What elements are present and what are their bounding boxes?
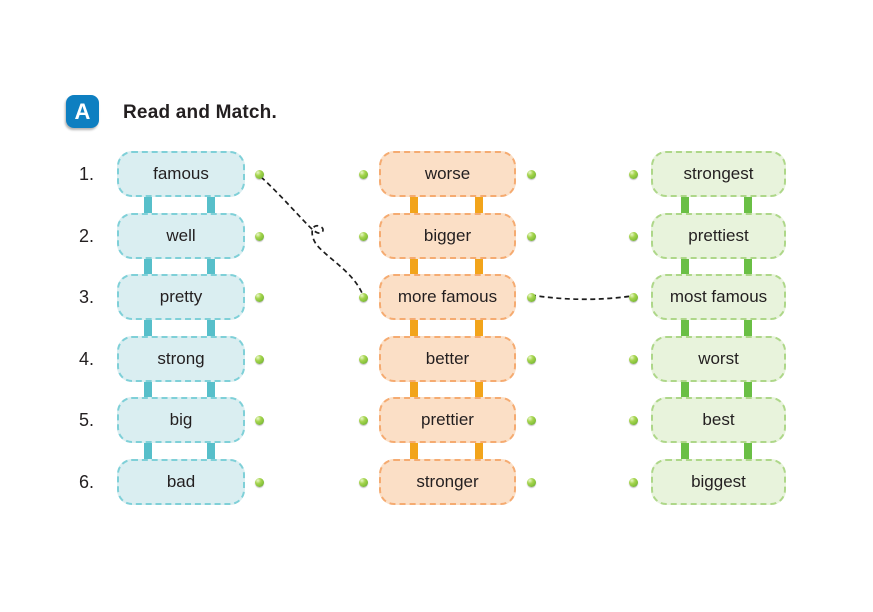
dot-bigger-left[interactable] — [359, 232, 368, 241]
dot-big[interactable] — [255, 416, 264, 425]
word-box-well[interactable]: well — [117, 213, 245, 259]
dot-stronger-right[interactable] — [527, 478, 536, 487]
word-box-biggest[interactable]: biggest — [651, 459, 786, 505]
connector-bar — [207, 315, 215, 341]
section-badge: A — [66, 95, 99, 128]
word-box-best[interactable]: best — [651, 397, 786, 443]
connector-bar — [744, 315, 752, 341]
row-number-6: 6. — [78, 472, 94, 492]
connector-bar — [744, 438, 752, 464]
word-box-prettiest[interactable]: prettiest — [651, 213, 786, 259]
dot-prettiest[interactable] — [629, 232, 638, 241]
connector-bar — [410, 377, 418, 403]
dot-prettier-right[interactable] — [527, 416, 536, 425]
connector-bar — [144, 438, 152, 464]
dot-bad[interactable] — [255, 478, 264, 487]
connector-bar — [744, 254, 752, 280]
connector-bar — [410, 254, 418, 280]
connector-bar — [410, 315, 418, 341]
row-number-4: 4. — [78, 349, 94, 369]
word-box-most-famous[interactable]: most famous — [651, 274, 786, 320]
connector-bar — [207, 438, 215, 464]
dot-more-famous-right[interactable] — [527, 293, 536, 302]
connector-bar — [744, 192, 752, 218]
page-title: Read and Match. — [123, 102, 277, 123]
match-line-famous-more-famous — [260, 176, 363, 294]
dot-bigger-right[interactable] — [527, 232, 536, 241]
connector-bar — [475, 192, 483, 218]
word-box-bigger[interactable]: bigger — [379, 213, 516, 259]
dot-better-left[interactable] — [359, 355, 368, 364]
connector-bar — [207, 254, 215, 280]
dot-biggest[interactable] — [629, 478, 638, 487]
connector-bar — [681, 438, 689, 464]
row-number-1: 1. — [78, 164, 94, 184]
word-box-bad[interactable]: bad — [117, 459, 245, 505]
row-number-2: 2. — [78, 226, 94, 246]
dot-prettier-left[interactable] — [359, 416, 368, 425]
dot-worse-right[interactable] — [527, 170, 536, 179]
dot-best[interactable] — [629, 416, 638, 425]
dot-well[interactable] — [255, 232, 264, 241]
word-box-worst[interactable]: worst — [651, 336, 786, 382]
word-box-famous[interactable]: famous — [117, 151, 245, 197]
word-box-better[interactable]: better — [379, 336, 516, 382]
row-number-3: 3. — [78, 287, 94, 307]
connector-bar — [410, 438, 418, 464]
connector-bar — [475, 315, 483, 341]
connector-bar — [681, 254, 689, 280]
dot-strongest[interactable] — [629, 170, 638, 179]
connector-bar — [410, 192, 418, 218]
connector-bar — [207, 192, 215, 218]
match-line-more-famous-most-famous — [530, 294, 633, 301]
connector-bar — [475, 254, 483, 280]
connector-bar — [681, 192, 689, 218]
dot-pretty[interactable] — [255, 293, 264, 302]
connector-bar — [144, 192, 152, 218]
dot-worst[interactable] — [629, 355, 638, 364]
connector-bar — [207, 377, 215, 403]
word-box-prettier[interactable]: prettier — [379, 397, 516, 443]
word-box-pretty[interactable]: pretty — [117, 274, 245, 320]
word-box-worse[interactable]: worse — [379, 151, 516, 197]
connector-bar — [744, 377, 752, 403]
word-box-more-famous[interactable]: more famous — [379, 274, 516, 320]
connector-bar — [475, 438, 483, 464]
connector-bar — [144, 377, 152, 403]
connector-bar — [681, 377, 689, 403]
word-box-big[interactable]: big — [117, 397, 245, 443]
dot-famous[interactable] — [255, 170, 264, 179]
connector-bar — [681, 315, 689, 341]
dot-most-famous[interactable] — [629, 293, 638, 302]
connector-bar — [475, 377, 483, 403]
word-box-strongest[interactable]: strongest — [651, 151, 786, 197]
connector-bar — [144, 254, 152, 280]
dot-worse-left[interactable] — [359, 170, 368, 179]
row-number-5: 5. — [78, 410, 94, 430]
dot-better-right[interactable] — [527, 355, 536, 364]
connector-bar — [144, 315, 152, 341]
dot-more-famous-left[interactable] — [359, 293, 368, 302]
dot-stronger-left[interactable] — [359, 478, 368, 487]
word-box-stronger[interactable]: stronger — [379, 459, 516, 505]
word-box-strong[interactable]: strong — [117, 336, 245, 382]
dot-strong[interactable] — [255, 355, 264, 364]
